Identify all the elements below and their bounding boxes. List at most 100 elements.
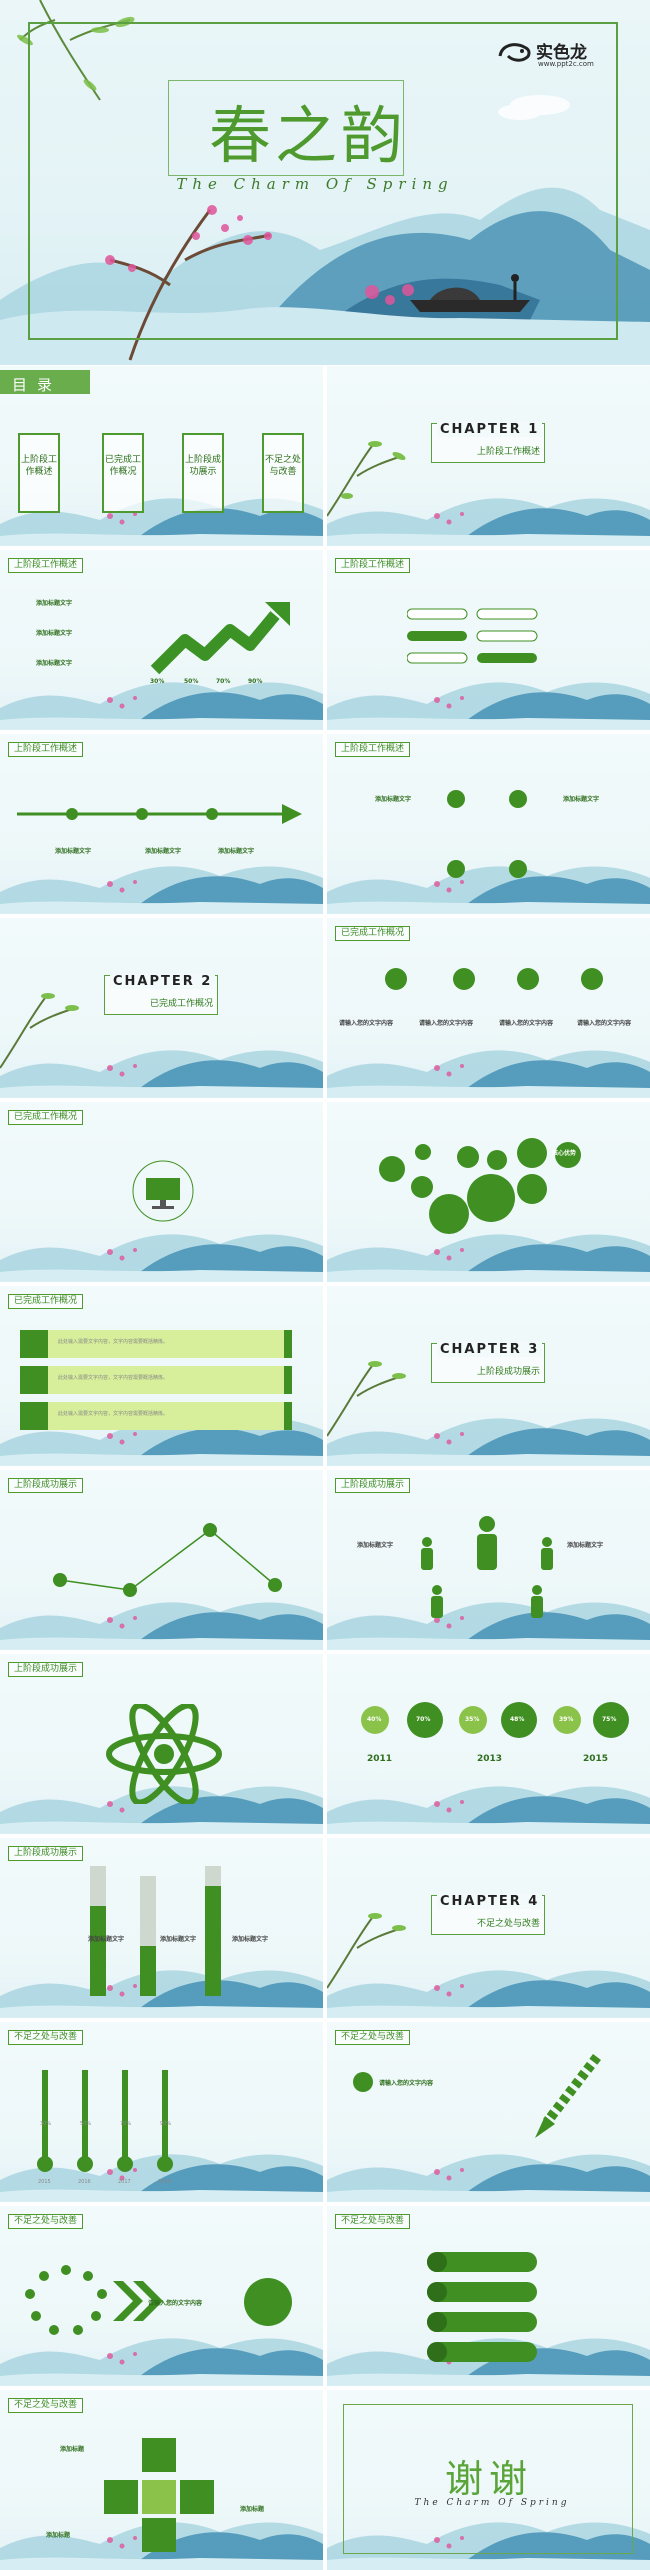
section-header: 已完成工作概况 [335,926,411,941]
logo-text: 实色龙 [536,43,587,63]
section-header: 不足之处与改善 [8,2214,84,2229]
section-header: 已完成工作概况 [8,1294,84,1309]
users-icon [453,968,475,990]
chapter-title: 上阶段工作概述 [477,447,541,457]
toc-item-4: 不足之处与改善 [264,455,301,477]
chapter-title: 已完成工作概况 [150,999,214,1009]
cover-slide[interactable]: 春之韵 The Charm Of Spring 实色龙 www.ppt2c.co… [0,0,650,365]
growth-arrow-icon [150,602,290,675]
chapter-label: CHAPTER 3 [437,1342,543,1357]
toc-item-2: 已完成工作概况 [104,455,141,477]
slide-toc[interactable]: 目录 上阶段工作概述 已完成工作概况 上阶段成功展示 不足之处与改善 [0,366,323,546]
thermo-year: 2015 [38,2179,51,2185]
percent-label: 70% [216,678,231,685]
mountain-decor [327,1234,650,1282]
logo-url: www.ppt2c.com [538,60,594,68]
slide-monitor[interactable]: 已完成工作概况 [0,1102,323,1282]
toc-card-1[interactable] [18,433,60,513]
list-bars [20,1330,292,1430]
slide-pencil[interactable]: 不足之处与改善 请输入您的文字内容 [327,2022,650,2202]
slide-bubbles[interactable]: 核心优势 [327,1102,650,1282]
slide-chapter-4[interactable]: CHAPTER 4 不足之处与改善 [327,1838,650,2018]
diamond-icon [244,2278,292,2326]
chapter-label: CHAPTER 1 [437,422,543,437]
chameleon-logo-icon [498,43,531,62]
mountain-decor [327,1786,650,1834]
center-bubble [467,1174,515,1222]
section-header: 上阶段成功展示 [8,1478,84,1493]
toc-item-3: 上阶段成功展示 [184,455,221,477]
column-bars [90,1866,221,1996]
item-title: 添加标题文字 [36,600,73,607]
branch-icon [0,993,79,1069]
social-grid [104,2438,214,2552]
item-title: 添加标题文字 [567,1542,604,1549]
chapter-title: 不足之处与改善 [477,1919,541,1929]
slide-bars-list[interactable]: 已完成工作概况 此处输入需要文字内容，文字内容需要概括精炼。 此处输入需要文字内… [0,1286,323,1466]
tag-list-icon [407,608,538,664]
slide-wave-points[interactable]: 上阶段成功展示 [0,1470,323,1650]
slide-chapter-3[interactable]: CHAPTER 3 上阶段成功展示 [327,1286,650,1466]
year-label: 2015 [583,1754,609,1764]
slide-arrow-growth[interactable]: 上阶段工作概述 添加标题文字 添加标题文字 添加标题文字 30% 50% 70%… [0,550,323,730]
branch-icon [327,1361,406,1437]
slide-percent-circles[interactable]: 40% 70% 35% 48% 39% 75% 2011 2013 2015 [327,1654,650,1834]
section-header: 不足之处与改善 [8,2398,84,2413]
slide-list-arrows[interactable]: 上阶段工作概述 [327,550,650,730]
percent-label: 90% [248,678,263,685]
stacked-bars [427,2252,537,2362]
slide-thanks[interactable]: 谢谢 The Charm Of Spring [327,2390,650,2570]
percent-circle [407,1702,443,1738]
section-header: 上阶段工作概述 [335,742,411,757]
slide-atom[interactable]: 上阶段成功展示 [0,1654,323,1834]
slide-timeline[interactable]: 上阶段工作概述 添加标题文字 添加标题文字 添加标题文字 [0,734,323,914]
pen-icon [509,860,527,878]
thermo-percent: 90% [160,2121,172,2127]
item-title: 请输入您的文字内容 [499,1020,554,1027]
item-title: 添加标题 [240,2506,265,2513]
thanks-frame [343,2404,633,2554]
thermo-year: 2016 [78,2179,91,2185]
thermo-percent: 70% [120,2121,132,2127]
atom-icon [106,1704,222,1804]
slide-stack-bars[interactable]: 不足之处与改善 [327,2206,650,2386]
section-header: 上阶段工作概述 [335,558,411,573]
cover-frame [28,22,618,340]
bubble [411,1176,433,1198]
bar-text: 此处输入需要文字内容，文字内容需要概括精炼。 [58,1339,169,1345]
percent-value: 39% [559,1716,574,1723]
item-title: 请输入您的文字内容 [339,1020,394,1027]
toc-title-band [0,370,90,394]
slide-thermometers[interactable]: 不足之处与改善 30% 50% 70% 90% 2015 2016 2017 2… [0,2022,323,2202]
toc-card-2[interactable] [102,433,144,513]
bubble [517,1138,547,1168]
bubble [429,1194,469,1234]
toc-card-4[interactable] [262,433,304,513]
year-label: 2013 [477,1754,503,1764]
percent-label: 50% [184,678,199,685]
item-title: 添加标题 [60,2446,85,2453]
trophy-icon [353,2072,373,2092]
toc-card-3[interactable] [182,433,224,513]
slide-four-icons[interactable]: 已完成工作概况 请输入您的文字内容 请输入您的文字内容 请输入您的文字内容 请输… [327,918,650,1098]
slide-icon-cross[interactable]: 上阶段工作概述 添加标题文字 添加标题文字 [327,734,650,914]
item-title: 添加标题文字 [357,1542,394,1549]
item-title: 添加标题文字 [563,796,600,803]
slide-dots-arrows[interactable]: 不足之处与改善 请输入您的文字内容 [0,2206,323,2386]
bubble-label: 核心优势 [552,1150,577,1157]
chat-icon [447,790,465,808]
item-title: 请输入您的文字内容 [577,1020,632,1027]
slide-people[interactable]: 上阶段成功展示 添加标题文字 添加标题文字 [327,1470,650,1650]
section-header: 不足之处与改善 [8,2030,84,2045]
slide-columns[interactable]: 上阶段成功展示 添加标题文字 添加标题文字 添加标题文字 [0,1838,323,2018]
search-icon [385,968,407,990]
slide-chapter-2[interactable]: CHAPTER 2 已完成工作概况 [0,918,323,1098]
item-title: 添加标题文字 [375,796,412,803]
bulb-icon [509,790,527,808]
percent-circle [501,1702,537,1738]
slide-chapter-1[interactable]: CHAPTER 1 上阶段工作概述 [327,366,650,546]
bubble [457,1146,479,1168]
item-title: 添加标题文字 [36,660,73,667]
slide-social-grid[interactable]: 不足之处与改善 添加标题 添加标题 添加标题 [0,2390,323,2570]
